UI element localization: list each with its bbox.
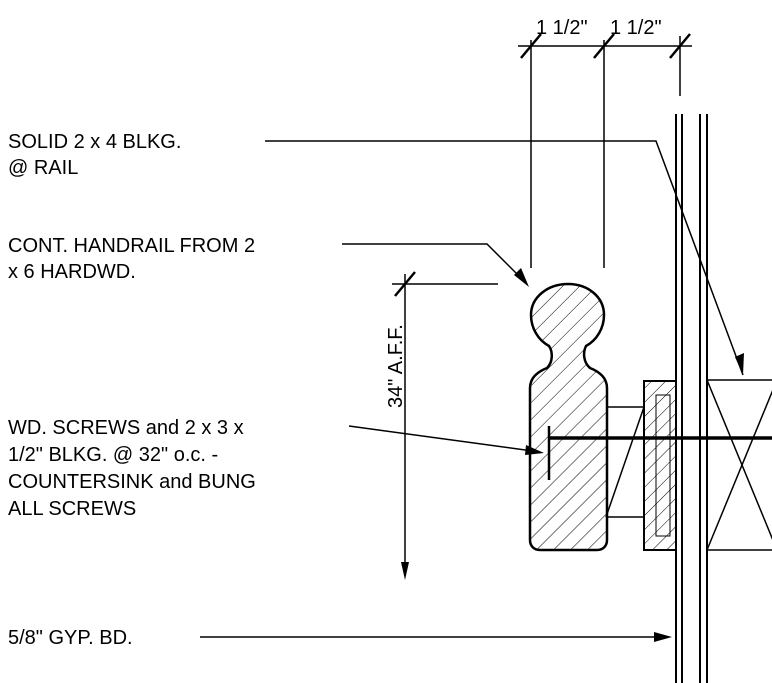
wall-section [675, 114, 708, 683]
arrowhead [514, 268, 529, 287]
handrail-profile [528, 282, 609, 552]
callout-line: 5/8" GYP. BD. [8, 627, 133, 649]
callout-handrail: CONT. HANDRAIL FROM 2 x 6 HARDWD. [8, 235, 255, 283]
wood-screw [547, 426, 772, 480]
tick-mark [520, 33, 542, 59]
rail-bracket [605, 406, 645, 518]
tick-mark [394, 271, 416, 297]
blocking-diagonal [706, 390, 772, 551]
arrowhead [654, 632, 672, 642]
callout-line: COUNTERSINK and BUNG [8, 471, 256, 493]
dimension-rail-width: 1 1/2" [536, 17, 588, 39]
tick-mark [593, 33, 615, 59]
bracket-diagonal [605, 406, 645, 518]
leader-blocking [265, 140, 744, 376]
leader-handrail [342, 243, 527, 284]
callout-line: WD. SCREWS and 2 x 3 x [8, 417, 244, 439]
callout-line: SOLID 2 x 4 BLKG. [8, 131, 181, 153]
dimension-gap-width: 1 1/2" [610, 17, 662, 39]
leader-screws [348, 425, 541, 453]
callout-line: @ RAIL [8, 157, 78, 179]
tick-mark [669, 33, 691, 59]
callout-line: CONT. HANDRAIL FROM 2 [8, 235, 255, 257]
callout-line: x 6 HARDWD. [8, 261, 136, 283]
solid-blocking [706, 379, 772, 551]
top-dimension-string [518, 33, 692, 268]
spacer-blocking [643, 380, 677, 551]
blocking-outline [706, 379, 772, 551]
arrowhead [401, 562, 409, 580]
dimension-height: 34" A.F.F. [385, 324, 407, 408]
callout-screws: WD. SCREWS and 2 x 3 x 1/2" BLKG. @ 32" … [8, 417, 256, 520]
arrowhead [735, 353, 744, 375]
spacer-inner-line [655, 394, 671, 537]
leader-lines [200, 140, 744, 638]
arrowhead [525, 445, 544, 455]
callout-line: ALL SCREWS [8, 498, 136, 520]
height-dimension [392, 271, 498, 570]
callout-gypsum: 5/8" GYP. BD. [8, 627, 133, 649]
callout-line: 1/2" BLKG. @ 32" o.c. - [8, 444, 218, 466]
callout-blocking: SOLID 2 x 4 BLKG. @ RAIL [8, 131, 181, 179]
